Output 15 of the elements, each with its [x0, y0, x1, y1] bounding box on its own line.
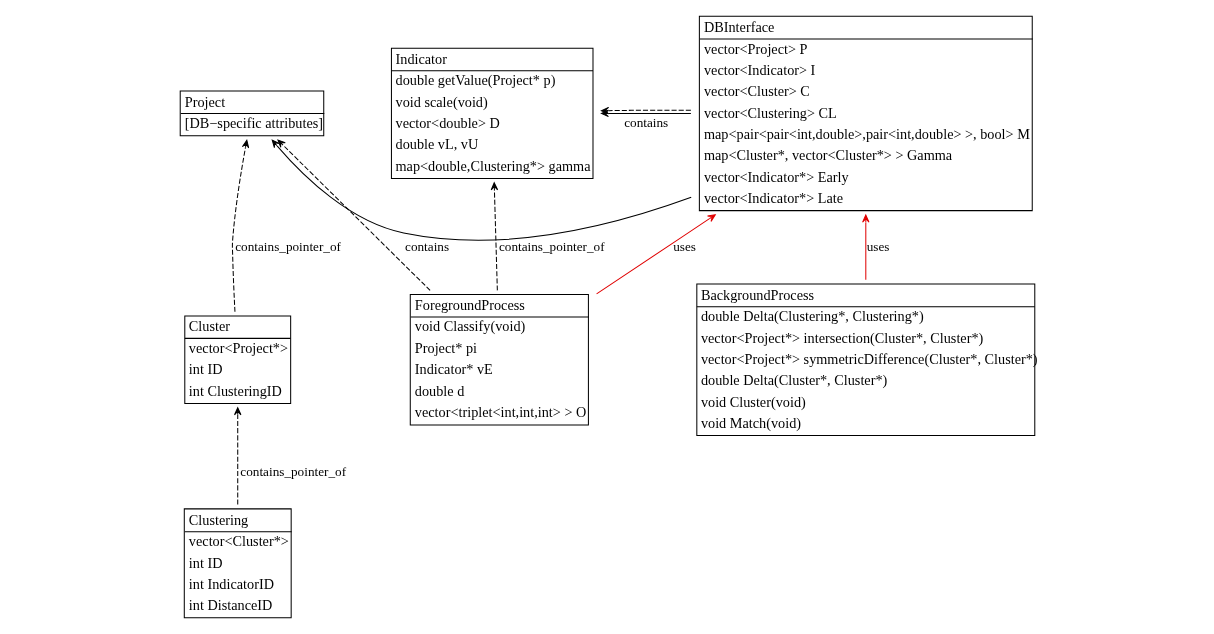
arrow [231, 139, 249, 313]
arrow [271, 139, 692, 241]
arrow [600, 106, 691, 115]
edge-label: contains_pointer_of [239, 463, 346, 479]
edge-label: uses [866, 238, 889, 254]
edge-label: contains_pointer_of [498, 238, 605, 254]
arrow [276, 139, 431, 291]
edge-label: contains [404, 238, 449, 254]
arrow [861, 214, 869, 281]
arrow [233, 407, 241, 506]
arrow [595, 214, 716, 295]
edge-label: uses [672, 238, 696, 254]
arrow [490, 182, 498, 291]
edge-label: contains [623, 115, 668, 131]
edge-label: contains_pointer_of [234, 238, 341, 254]
